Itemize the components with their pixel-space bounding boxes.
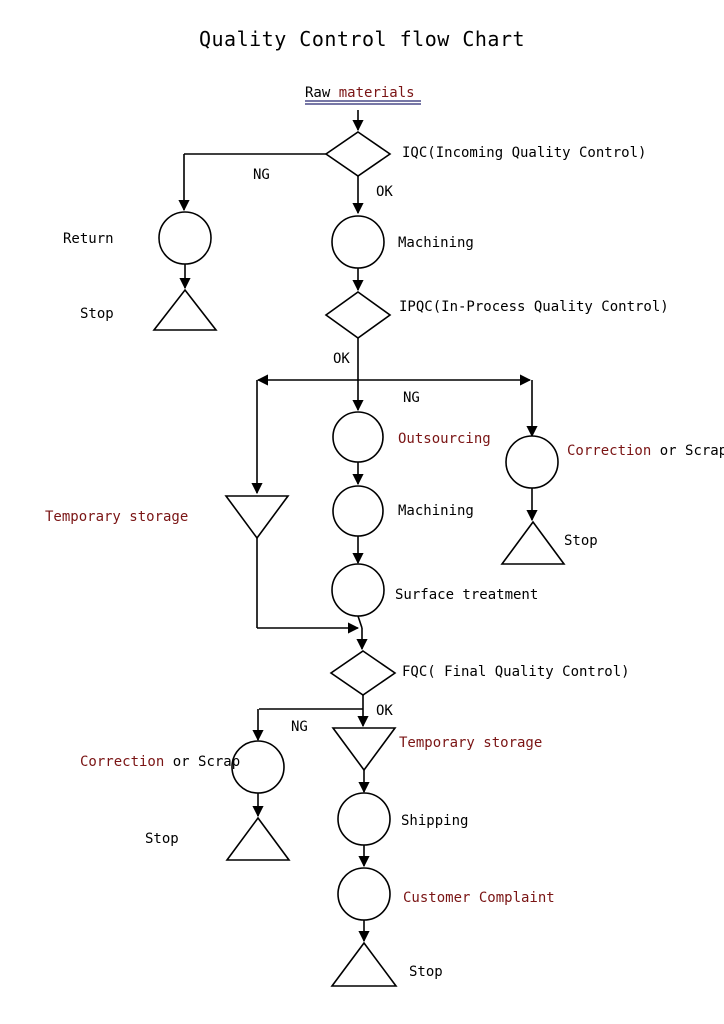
outsourcing-label: Outsourcing xyxy=(398,431,491,447)
iqc-diamond xyxy=(324,131,392,177)
raw-label: Raw materials xyxy=(305,85,415,101)
temp-storage-triangle-left xyxy=(224,495,290,540)
customer-complaint-circle xyxy=(337,867,391,921)
surface-treatment-label: Surface treatment xyxy=(395,587,538,603)
temp-storage-triangle-2 xyxy=(331,727,397,772)
ipqc-diamond xyxy=(324,291,392,339)
stop-triangle-final xyxy=(330,941,398,987)
ipqc-ok-label: OK xyxy=(333,351,350,367)
stop-triangle-3 xyxy=(225,816,291,861)
machining-label-1: Machining xyxy=(398,235,474,251)
iqc-ng-label: NG xyxy=(253,167,270,183)
fqc-diamond xyxy=(329,650,397,696)
temp-storage-left-label: Temporary storage xyxy=(45,509,188,525)
fqc-ok-label: OK xyxy=(376,703,393,719)
ipqc-ng-label: NG xyxy=(403,390,420,406)
ipqc-label: IPQC(In-Process Quality Control) xyxy=(399,299,669,315)
correction-circle-right xyxy=(505,435,559,489)
shipping-circle xyxy=(337,792,391,846)
temp-storage-2-label: Temporary storage xyxy=(399,735,542,751)
outsourcing-circle xyxy=(332,411,384,463)
customer-complaint-label: Customer Complaint xyxy=(403,890,555,906)
stop-label-3: Stop xyxy=(145,831,179,847)
stop-label-2: Stop xyxy=(564,533,598,549)
iqc-label: IQC(Incoming Quality Control) xyxy=(402,145,646,161)
page-title: Quality Control flow Chart xyxy=(199,27,525,51)
final-stop-label: Stop xyxy=(409,964,443,980)
return-label: Return xyxy=(63,231,114,247)
surface-treatment-circle xyxy=(331,563,385,617)
stop-triangle-1 xyxy=(152,288,218,331)
shipping-label: Shipping xyxy=(401,813,468,829)
stop-label-1: Stop xyxy=(80,306,114,322)
fqc-label: FQC( Final Quality Control) xyxy=(402,664,630,680)
surface-down-line xyxy=(357,615,363,629)
iqc-ok-label: OK xyxy=(376,184,393,200)
stop-triangle-2 xyxy=(500,520,566,565)
correction-left-label: Correction or Scrap xyxy=(80,754,240,770)
return-circle xyxy=(158,211,212,265)
machining-circle-1 xyxy=(331,215,385,269)
fqc-ng-label: NG xyxy=(291,719,308,735)
machining-circle-2 xyxy=(332,485,384,537)
machining-label-2: Machining xyxy=(398,503,474,519)
correction-right-label: Correction or Scrap xyxy=(567,443,724,459)
